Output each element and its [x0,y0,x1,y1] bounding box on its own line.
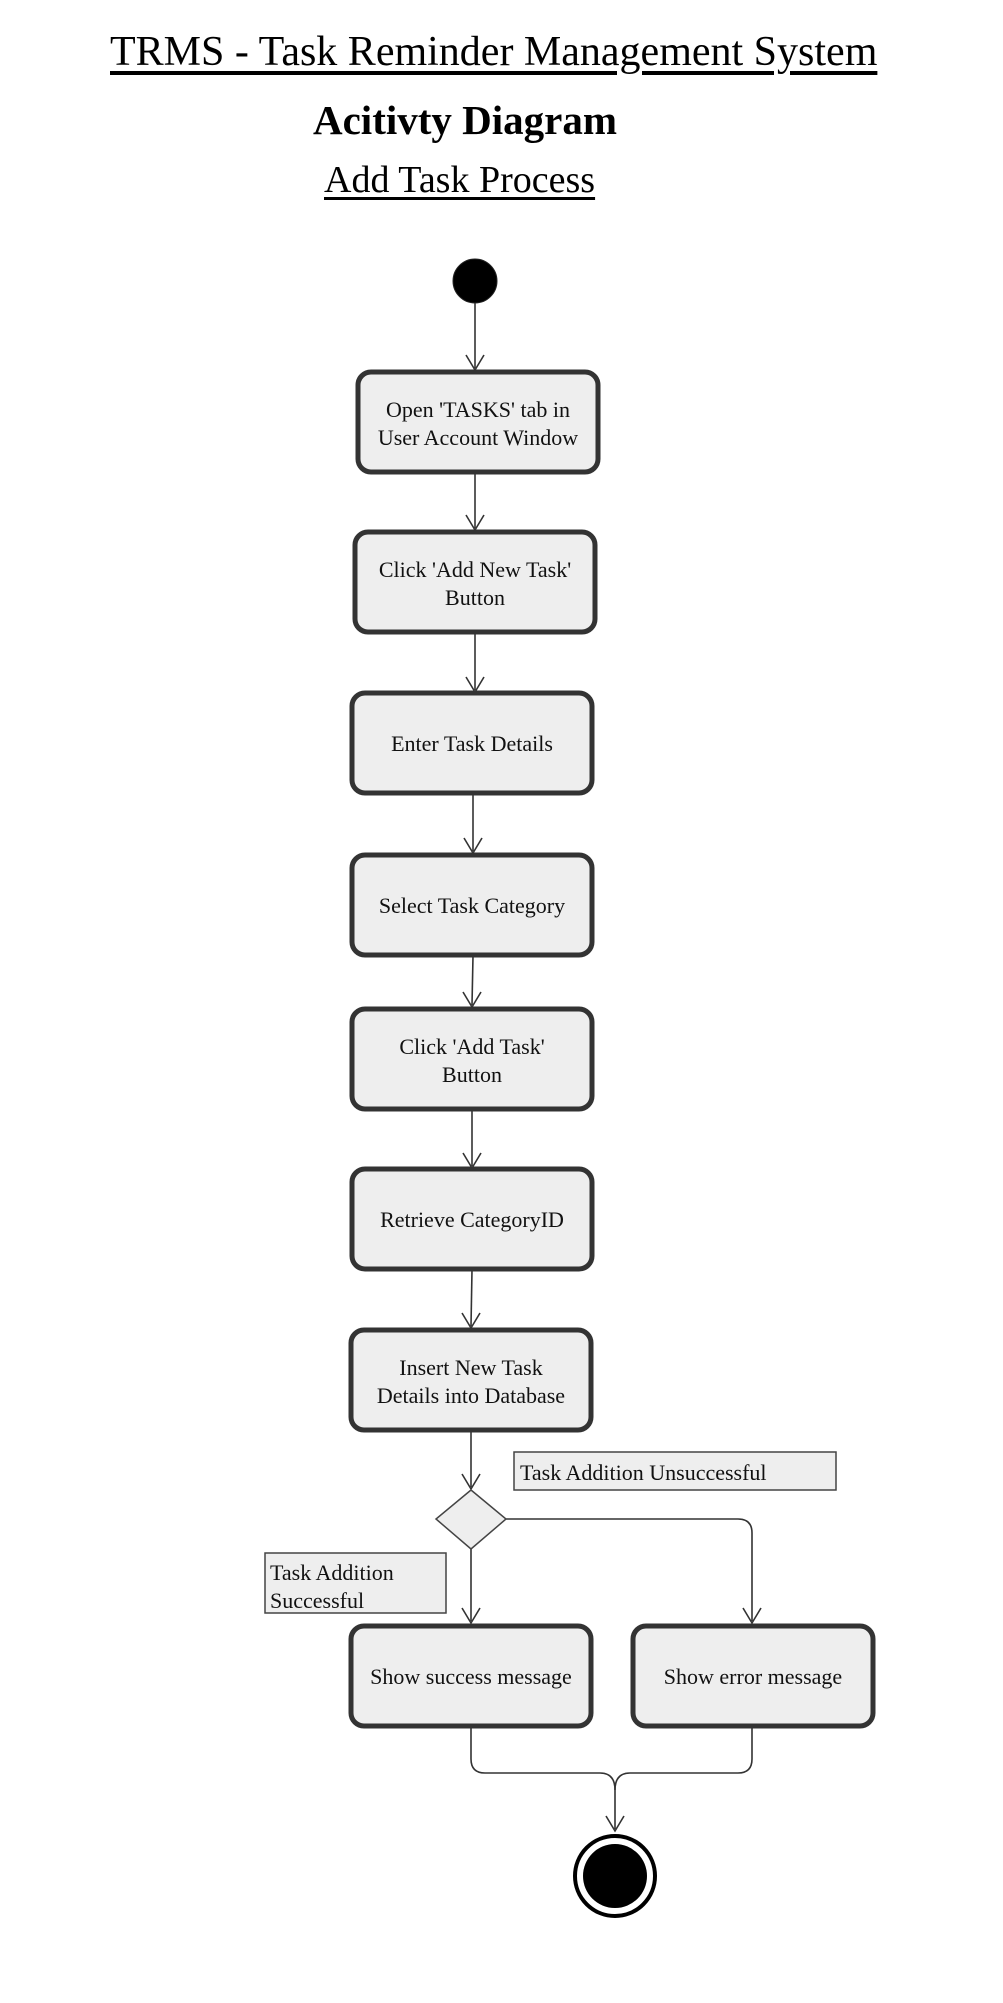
process-title: Add Task Process [324,159,596,201]
action-retrieve-category-id: Retrieve CategoryID [349,1166,595,1272]
node-label: Click 'Add New Task' [379,557,571,582]
start-node [452,258,498,304]
action-click-add-task: Click 'Add Task' Button [349,1006,595,1112]
node-label: Button [445,585,505,610]
edge-success-to-end [470,1725,616,1829]
action-show-success: Show success message [348,1623,594,1729]
guard-unsuccessful: Task Addition Unsuccessful [513,1451,837,1491]
guard-label: Task Addition [270,1560,394,1585]
diagram-subtitle: Acitivty Diagram [313,97,617,143]
node-label: Retrieve CategoryID [380,1207,564,1232]
edge-error-to-end [614,1725,753,1791]
action-show-error: Show error message [630,1623,876,1729]
action-open-tasks-tab: Open 'TASKS' tab in User Account Window [355,369,601,475]
node-label: Select Task Category [379,893,565,918]
action-enter-task-details: Enter Task Details [349,690,595,796]
node-label: Show success message [370,1664,572,1689]
decision-node [434,1489,508,1550]
guard-label: Successful [270,1588,364,1613]
node-label: Click 'Add Task' [399,1034,544,1059]
arrowhead [461,1473,481,1491]
edge-decision-to-error [506,1518,753,1621]
node-label: Open 'TASKS' tab in [386,397,570,422]
arrowhead [742,1607,762,1625]
node-label: User Account Window [378,425,578,450]
node-label: Details into Database [377,1383,565,1408]
node-label: Enter Task Details [391,731,553,756]
node-label: Show error message [664,1664,842,1689]
node-label: Button [442,1062,502,1087]
edge-retrieve-to-insert [470,1269,473,1327]
guard-label: Task Addition Unsuccessful [520,1460,767,1485]
arrowhead [461,1607,481,1625]
action-click-add-new-task: Click 'Add New Task' Button [352,529,598,635]
node-label: Insert New Task [399,1355,542,1380]
guard-successful: Task Addition Successful [264,1552,447,1614]
edge-select-to-click-add [471,955,474,1006]
diagram-title: TRMS - Task Reminder Management System [110,29,878,75]
end-node [573,1834,657,1918]
arrowhead [605,1815,625,1833]
action-insert-new-task: Insert New Task Details into Database [348,1327,594,1433]
action-select-task-category: Select Task Category [349,852,595,958]
